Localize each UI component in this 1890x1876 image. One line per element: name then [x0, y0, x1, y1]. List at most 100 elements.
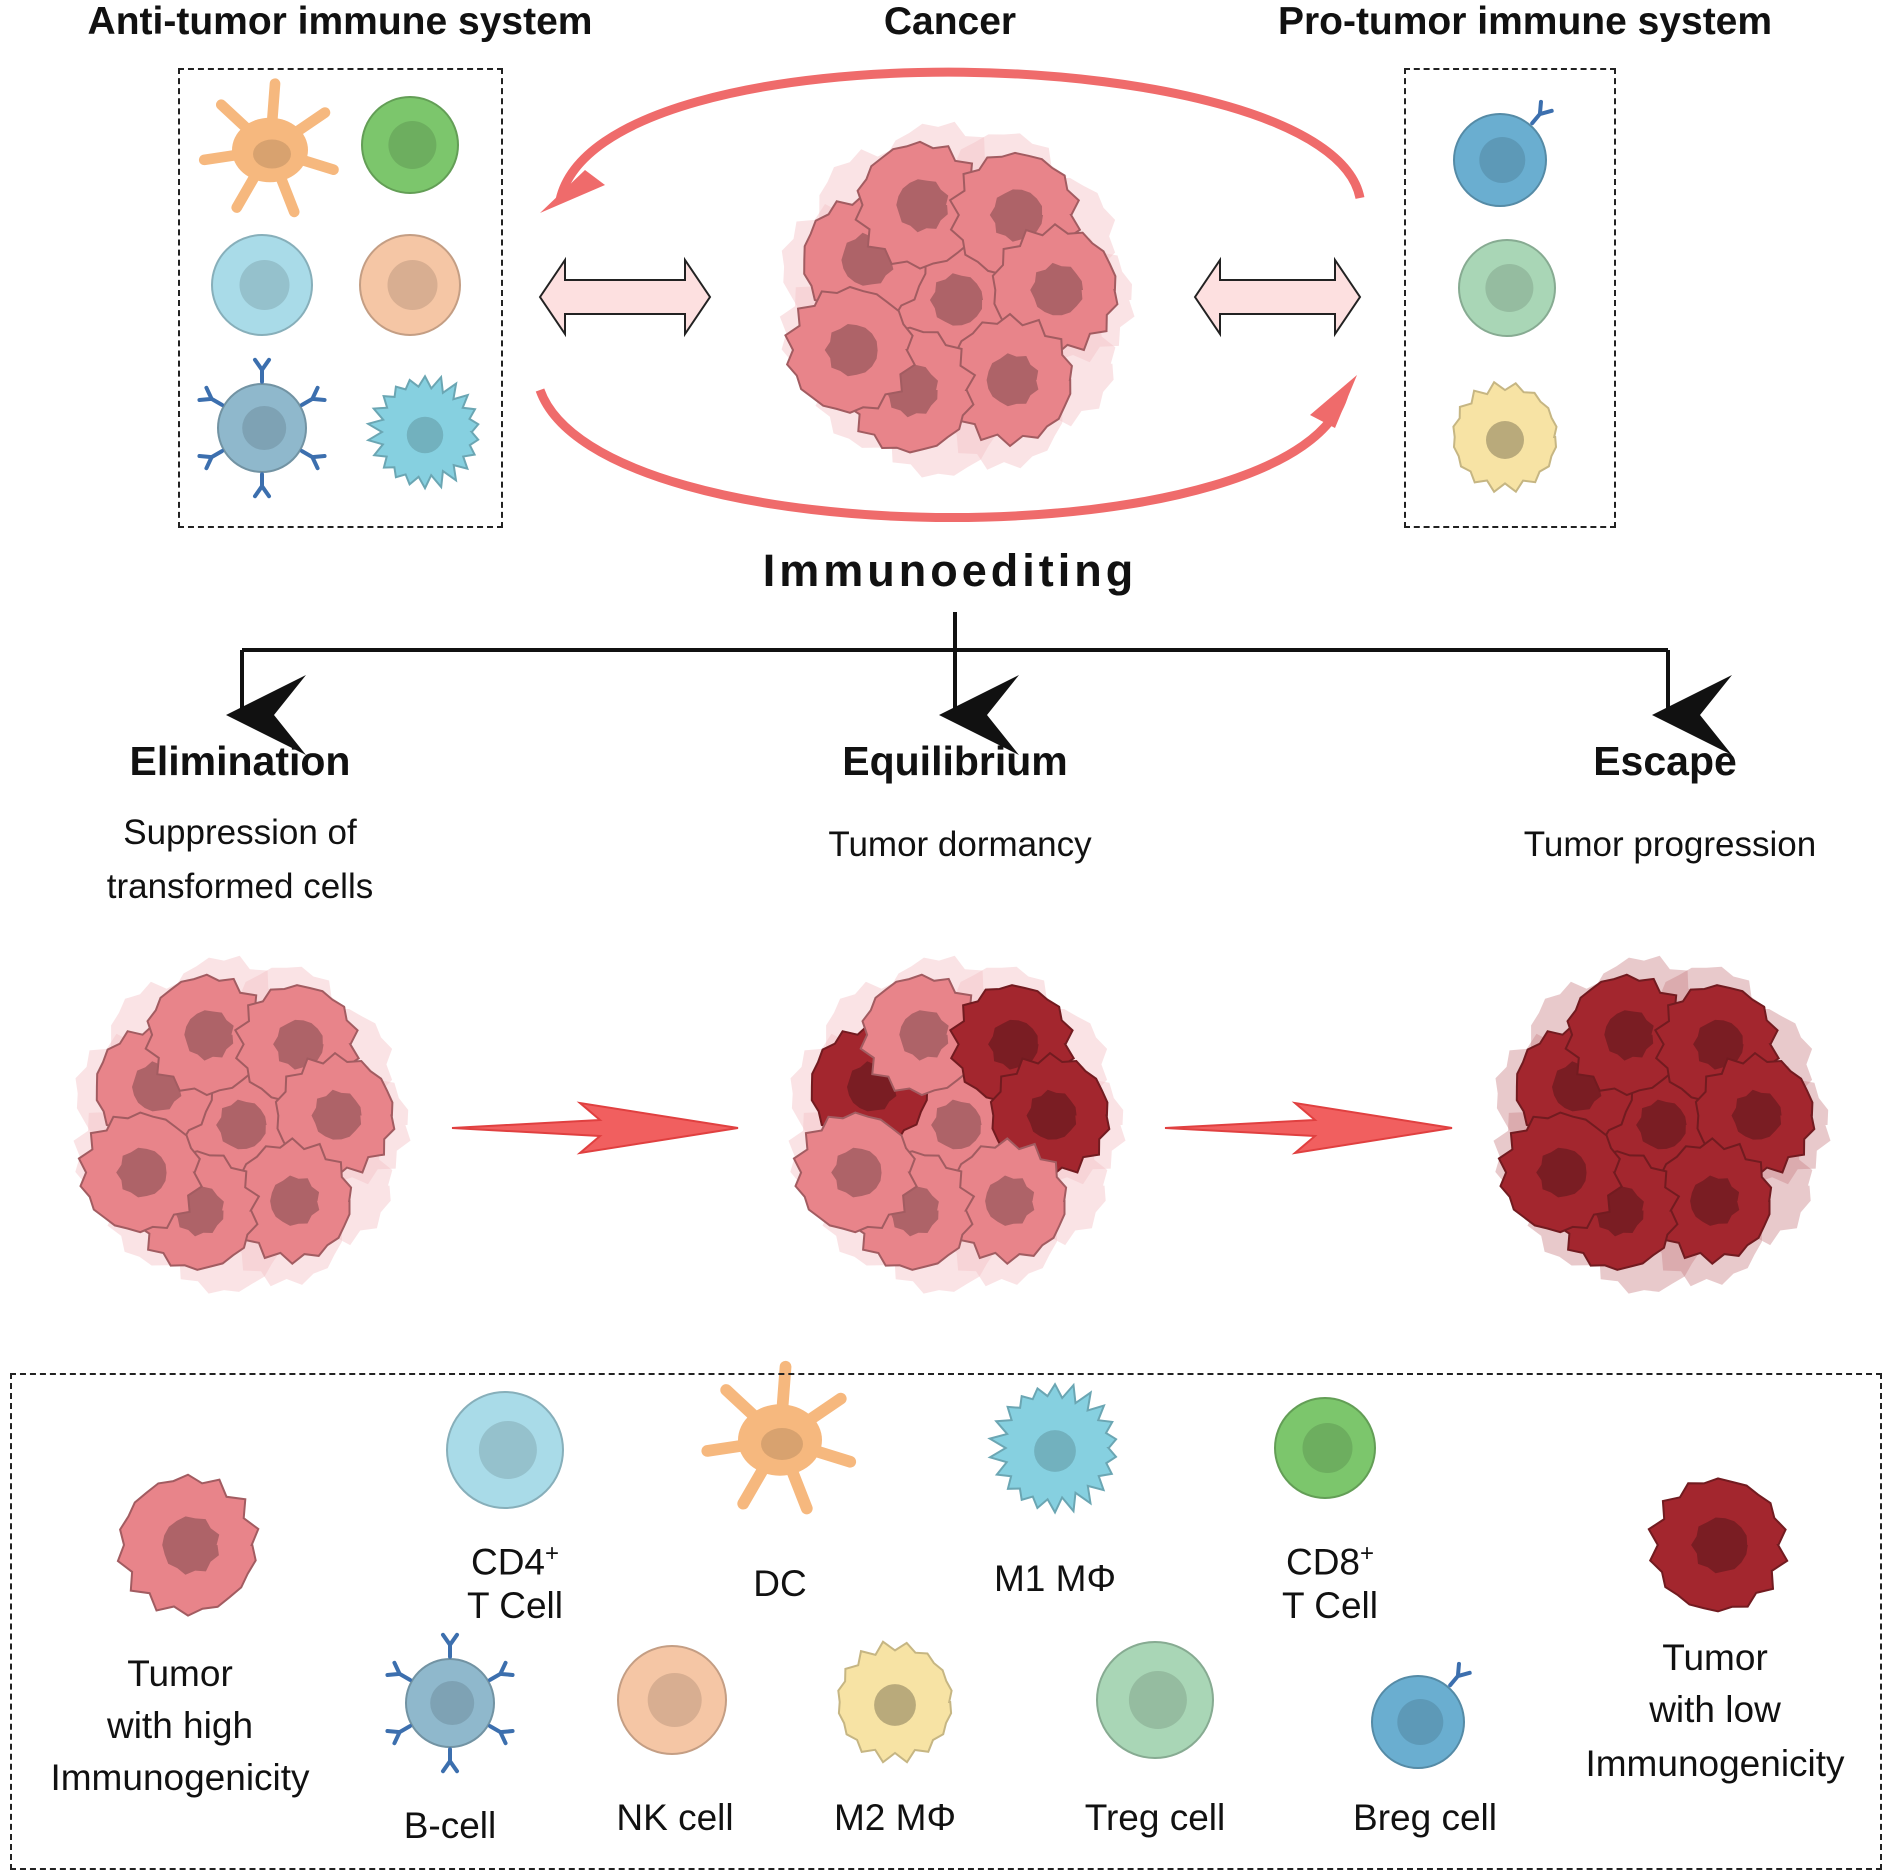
interaction-arrows — [538, 256, 1362, 338]
tumor-clusters — [73, 121, 1831, 1294]
cell-nucleus — [761, 1428, 803, 1460]
legend-label-cd4: CD4+ — [470, 1540, 560, 1583]
cell-nucleus — [430, 1681, 475, 1725]
nk-cell — [359, 234, 461, 336]
legend-box — [10, 1373, 1882, 1870]
tumor-cell-nucleus — [931, 1099, 982, 1150]
tumor-cell-nucleus — [184, 1010, 234, 1061]
antibody-shape — [488, 1724, 515, 1746]
tumor-cell — [859, 973, 985, 1097]
legend-tumor-low-icon — [1647, 1477, 1789, 1613]
legend-label-treg: Treg cell — [1084, 1797, 1226, 1838]
cell-nucleus — [1486, 421, 1524, 459]
legend-label-tumor-low-3: Immunogenicity — [1585, 1743, 1845, 1784]
legend-cd4-icon — [446, 1391, 564, 1509]
legend-label-breg: Breg cell — [1353, 1797, 1497, 1838]
cell-nucleus — [478, 1421, 537, 1479]
anti-tumor-box — [178, 68, 503, 528]
legend-cd8-icon — [1274, 1397, 1376, 1499]
antibody-icon — [197, 385, 224, 407]
elimination-cluster — [73, 955, 411, 1294]
legend-label-tumor-high-3: Immunogenicity — [50, 1757, 310, 1798]
legend-label-dc: DC — [753, 1563, 807, 1604]
legend-nk-icon — [617, 1645, 727, 1755]
antibody-icon — [441, 1632, 459, 1659]
tumor-cell-nucleus — [896, 179, 949, 233]
cell-nucleus — [239, 260, 290, 310]
pro-tumor-heading: Pro-tumor immune system — [1277, 0, 1773, 43]
antibody-shape — [300, 449, 327, 471]
antibody-icon — [300, 385, 327, 407]
antibody-shape — [253, 472, 271, 499]
tumor-cell — [947, 312, 1073, 448]
cell-nucleus — [647, 1673, 702, 1727]
tumor-cell — [1694, 1051, 1816, 1179]
breg-cell — [1453, 99, 1554, 207]
tumor-cell-nucleus — [989, 189, 1043, 242]
antibody-shape — [441, 1632, 459, 1659]
antibody-shape — [300, 385, 327, 407]
antibody-icon — [253, 472, 271, 499]
tumor-cell — [854, 140, 986, 270]
cell-nucleus — [1485, 264, 1534, 312]
legend-treg-icon — [1096, 1641, 1214, 1759]
stage-desc-equilibrium: Tumor dormancy — [828, 825, 1092, 864]
antibody-shape — [1448, 1661, 1472, 1688]
equilibrium-cluster — [788, 955, 1126, 1294]
legend-label-tumor-high-1: Tumor — [127, 1653, 233, 1694]
tumor-cell-nucleus — [824, 324, 878, 377]
antibody-shape — [197, 449, 224, 471]
legend-bcell-icon — [385, 1632, 515, 1774]
immunoediting-cycle-arrows — [535, 67, 1365, 522]
stage-desc-elimination-line1: Suppression of — [123, 813, 357, 852]
immune-cells — [116, 78, 1789, 1774]
immunoediting-label: Immunoediting — [762, 545, 1138, 596]
dc-cell — [198, 78, 339, 218]
antibody-icon — [197, 449, 224, 471]
tumor-cell — [274, 1051, 396, 1179]
tumor-cell-nucleus — [1026, 1089, 1077, 1140]
antibody-icon — [441, 1747, 459, 1774]
cell-nucleus — [1479, 137, 1526, 183]
tumor-cell — [991, 223, 1119, 357]
antibody-shape — [385, 1724, 412, 1746]
cell-nucleus — [874, 1684, 916, 1726]
tumor-cell-nucleus — [1693, 1019, 1744, 1070]
tumor-cell-nucleus — [831, 1147, 882, 1198]
antibody-icon — [253, 357, 271, 384]
legend-m2-icon — [837, 1640, 953, 1764]
legend-m1-icon — [987, 1382, 1118, 1515]
stage-title-equilibrium: Equilibrium — [842, 738, 1068, 784]
cell-nucleus — [242, 406, 287, 450]
stage-desc-elimination-line2: transformed cells — [106, 867, 374, 906]
legend-label-tumor-low-2: with low — [1649, 1689, 1781, 1730]
tumor-cell-nucleus — [986, 353, 1039, 407]
treg-cell — [1458, 239, 1556, 337]
tumor-cell-nucleus — [273, 1019, 324, 1070]
cd8-superscript: + — [1360, 1540, 1375, 1567]
cd4-superscript: + — [545, 1540, 560, 1567]
tumor-cell — [792, 1111, 919, 1234]
antibody-icon — [488, 1724, 515, 1746]
stage-desc-escape: Tumor progression — [1523, 825, 1817, 864]
antibody-icon — [385, 1660, 412, 1682]
lower-arrowhead — [1310, 375, 1357, 428]
tumor-cell-nucleus — [1690, 1175, 1740, 1226]
b-cell — [197, 357, 327, 499]
cell-nucleus — [1034, 1430, 1076, 1472]
antibody-shape — [1530, 99, 1554, 126]
tumor-cell-nucleus — [162, 1516, 220, 1575]
tumor-cell — [77, 1111, 204, 1234]
tumor-cell-nucleus — [216, 1099, 267, 1150]
tumor-cell — [947, 1137, 1068, 1266]
antibody-shape — [385, 1660, 412, 1682]
progression-arrows — [451, 1101, 1453, 1155]
tumor-cell-nucleus — [1691, 1517, 1748, 1574]
antibody-shape — [488, 1660, 515, 1682]
m1-macrophage — [365, 374, 480, 491]
cell-nucleus — [1397, 1699, 1444, 1745]
cd8-t-cell — [361, 96, 459, 194]
legend-label-cd4-line2: T Cell — [467, 1585, 563, 1626]
lower-cycle-arrow — [535, 388, 1350, 522]
stage-title-escape: Escape — [1593, 738, 1737, 784]
